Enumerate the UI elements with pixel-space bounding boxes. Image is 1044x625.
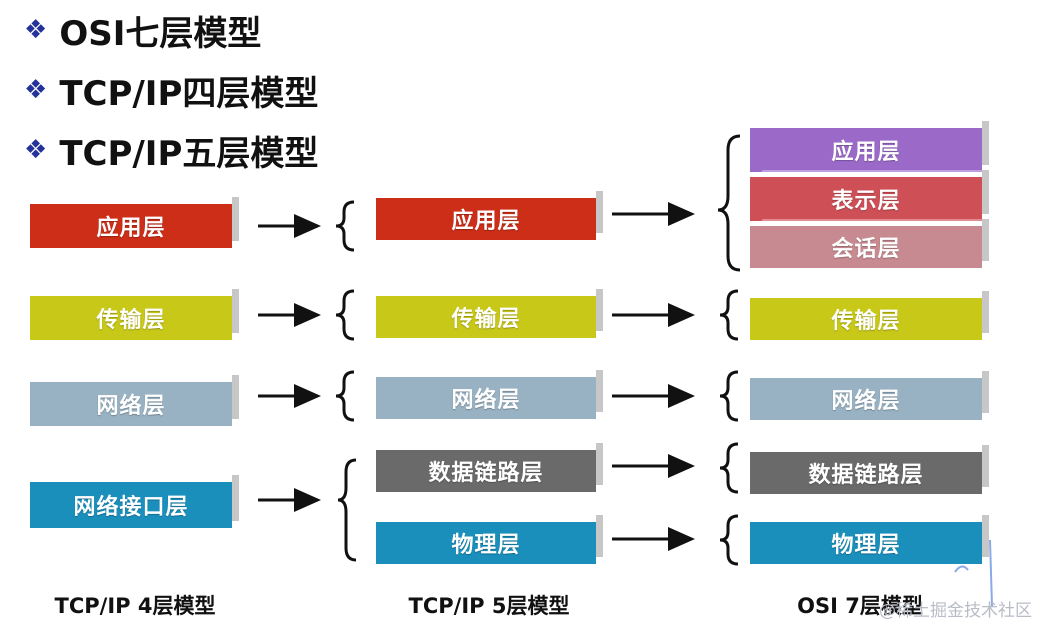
layer-label: 物理层 bbox=[831, 533, 901, 558]
brace-model7-application bbox=[717, 134, 741, 272]
model7-layer-session: 会话层 bbox=[750, 219, 995, 268]
model5-layer-physical: 物理层 bbox=[376, 515, 609, 564]
layer-label: 表示层 bbox=[831, 189, 901, 214]
layer-label: 应用层 bbox=[451, 209, 521, 234]
layer-label: 网络接口层 bbox=[73, 495, 189, 520]
brace-model7-datalink bbox=[719, 442, 739, 494]
model7-layer-presentation: 表示层 bbox=[750, 170, 995, 221]
layer-label: 会话层 bbox=[831, 237, 901, 262]
model7-layer-transport: 传输层 bbox=[750, 291, 995, 340]
bullet-text: TCP/IP四层模型 bbox=[59, 73, 319, 114]
model7-caption: OSI 7层模型 bbox=[797, 594, 923, 618]
model4-layer-transport: 传输层 bbox=[30, 289, 245, 340]
brace-model7-physical bbox=[719, 514, 739, 566]
diamond-bullet-icon: ❖ bbox=[24, 135, 48, 165]
watermark: @稀土掘金技术社区 bbox=[879, 601, 1032, 621]
model5-layer-datalink: 数据链路层 bbox=[376, 443, 609, 492]
layer-label: 网络层 bbox=[96, 394, 166, 419]
brace-model5-application bbox=[335, 200, 355, 252]
model4-caption: TCP/IP 4层模型 bbox=[54, 594, 216, 618]
layer-label: 传输层 bbox=[451, 307, 521, 332]
bullet-text: TCP/IP五层模型 bbox=[59, 133, 319, 174]
model4-layer-network: 网络层 bbox=[30, 375, 245, 426]
bullet-tcpip-5-layer: ❖ TCP/IP五层模型 bbox=[24, 125, 318, 175]
brace-model7-network bbox=[719, 370, 739, 422]
model4-layer-application: 应用层 bbox=[30, 197, 245, 248]
layer-label: 传输层 bbox=[831, 309, 901, 334]
diamond-bullet-icon: ❖ bbox=[24, 75, 48, 105]
bullet-osi-7-layer: ❖ OSI七层模型 bbox=[24, 5, 261, 55]
layer-label: 网络层 bbox=[831, 389, 901, 414]
model7-layer-physical: 物理层 bbox=[750, 515, 995, 564]
model7-layer-datalink: 数据链路层 bbox=[750, 445, 995, 494]
model5-layer-network: 网络层 bbox=[376, 370, 609, 419]
brace-model5-network bbox=[335, 370, 355, 422]
layer-label: 应用层 bbox=[96, 216, 166, 241]
model4-layer-interface: 网络接口层 bbox=[30, 475, 245, 528]
diamond-bullet-icon: ❖ bbox=[24, 15, 48, 45]
brace-model5-transport bbox=[335, 289, 355, 341]
layer-label: 应用层 bbox=[831, 140, 901, 165]
layer-label: 传输层 bbox=[96, 308, 166, 333]
brace-model5-interface bbox=[337, 458, 357, 562]
layer-label: 数据链路层 bbox=[428, 461, 544, 486]
brace-model7-transport bbox=[719, 289, 739, 341]
layer-label: 网络层 bbox=[451, 388, 521, 413]
model5-caption: TCP/IP 5层模型 bbox=[408, 594, 570, 618]
bullet-tcpip-4-layer: ❖ TCP/IP四层模型 bbox=[24, 65, 318, 115]
model7-layer-application: 应用层 bbox=[750, 121, 995, 172]
bullet-text: OSI七层模型 bbox=[59, 13, 262, 54]
model7-layer-network: 网络层 bbox=[750, 371, 995, 420]
layer-label: 物理层 bbox=[451, 533, 521, 558]
model5-layer-application: 应用层 bbox=[376, 191, 609, 240]
layer-label: 数据链路层 bbox=[808, 463, 924, 488]
model5-layer-transport: 传输层 bbox=[376, 289, 609, 338]
